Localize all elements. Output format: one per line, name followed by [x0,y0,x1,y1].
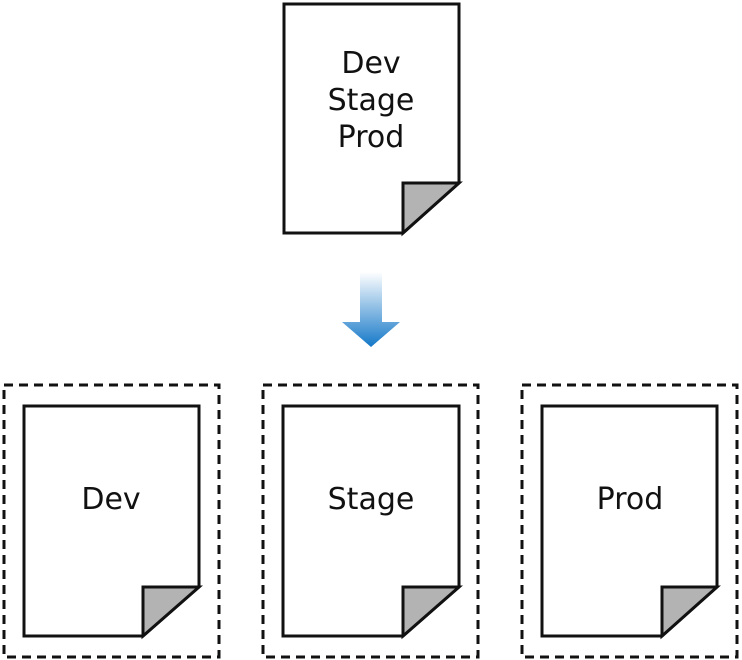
dev-label: Dev [81,482,140,517]
source-page-fold [401,181,463,237]
split-document-prod: Prod [520,383,739,659]
dev-page-fold [141,585,203,640]
dev-dashed-frame [2,383,221,659]
stage-label: Stage [328,482,415,517]
source-line-3: Prod [338,120,405,155]
split-document-stage: Stage [261,383,480,659]
down-arrow-icon [342,272,400,347]
source-line-2: Stage [328,83,415,118]
prod-page-fold [660,585,721,640]
source-document: Dev Stage Prod [282,2,463,237]
source-line-1: Dev [341,46,400,81]
split-document-dev: Dev [2,383,221,659]
prod-dashed-frame [520,383,739,659]
stage-page-fold [401,585,463,640]
stage-dashed-frame [261,383,480,659]
prod-label: Prod [597,482,664,517]
